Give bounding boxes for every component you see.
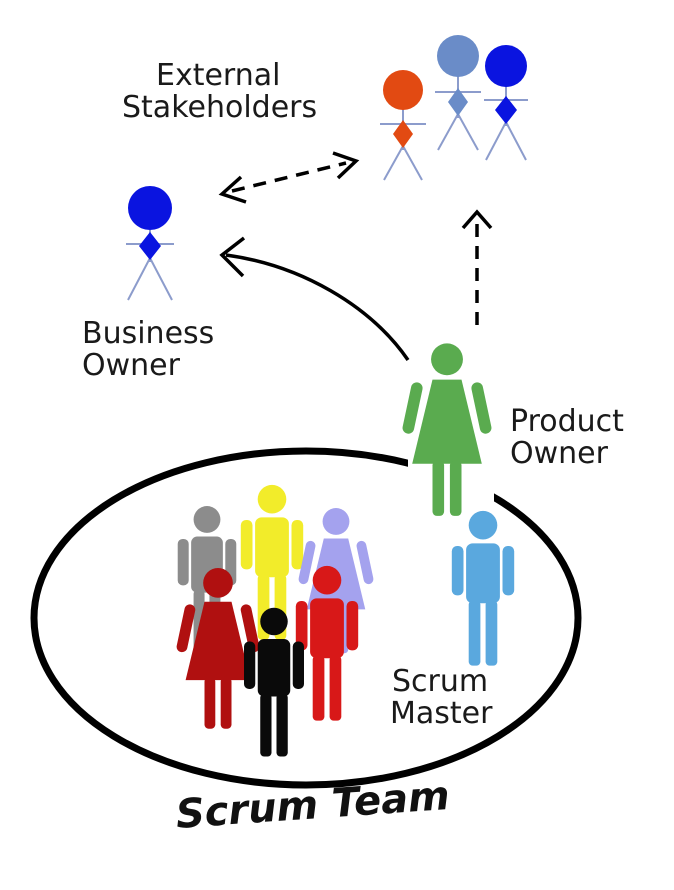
scrum-team-ellipse xyxy=(30,447,582,789)
product-owner-icon xyxy=(401,343,494,516)
stakeholder-orange-icon xyxy=(380,70,426,181)
business-owner-icon xyxy=(126,186,174,301)
label-business-owner: Owner xyxy=(82,348,180,383)
label-scrum: Scrum xyxy=(392,664,489,699)
stakeholder-orange-head xyxy=(383,70,423,110)
stakeholder-blue-icon xyxy=(484,45,528,161)
scrum-team-members xyxy=(175,484,375,757)
stakeholder-blue-head xyxy=(485,45,527,87)
arrow-product-to-business xyxy=(219,236,410,361)
stakeholder-steel-icon xyxy=(435,35,481,151)
label-stakeholders: Stakeholders xyxy=(122,90,318,125)
label-business: Business xyxy=(82,316,215,351)
stakeholder-steel-head xyxy=(437,35,479,77)
arrow-business-stakeholders xyxy=(218,151,360,204)
arrow-product-to-stakeholders xyxy=(461,209,493,325)
label-external: External xyxy=(156,58,281,93)
label-product-owner: Owner xyxy=(510,436,608,471)
scrum-master-icon xyxy=(451,510,515,666)
label-product: Product xyxy=(510,404,624,439)
label-master: Master xyxy=(390,696,493,731)
